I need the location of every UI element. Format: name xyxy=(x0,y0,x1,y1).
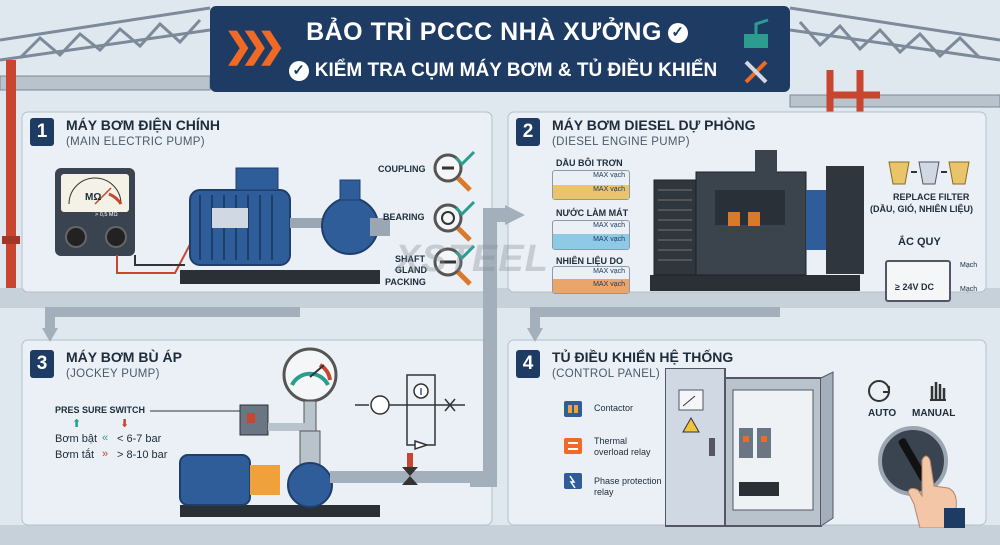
section-1-title: MÁY BƠM ĐIỆN CHÍNH xyxy=(66,117,221,133)
pid-schematic xyxy=(355,374,465,451)
level-label-oil: DẦU BÔI TRƠN xyxy=(556,158,623,168)
section-3-subtitle: (JOCKEY PUMP) xyxy=(66,368,160,380)
pump-on-label: Bơm bật xyxy=(55,433,98,445)
floor-upper xyxy=(0,288,1000,308)
roof-truss-right xyxy=(789,6,1000,62)
mode-selector-panel: AUTO MANUAL xyxy=(850,368,965,528)
level-fill xyxy=(553,185,629,199)
meter-unit: MΩ xyxy=(85,192,102,203)
page-title: BẢO TRÌ PCCC NHÀ XƯỞNG✓ xyxy=(210,18,790,47)
level-gauge-oil: MAX vạch MAX vạch xyxy=(552,170,630,200)
section-2-title: MÁY BƠM DIESEL DỰ PHÒNG xyxy=(552,117,756,133)
check-bearing-label: BEARING xyxy=(383,212,425,222)
phase-relay-icon xyxy=(564,473,582,489)
pump-off-label: Bơm tắt xyxy=(55,449,94,461)
battery-mark-2: Mạch xyxy=(960,286,978,293)
section-1-subtitle: (MAIN ELECTRIC PUMP) xyxy=(66,136,205,148)
section-number-2: 2 xyxy=(516,118,540,146)
main-electric-pump xyxy=(180,167,390,284)
wrench-screwdriver-icon xyxy=(744,60,768,84)
level-fill xyxy=(553,278,629,293)
battery-icon: ≥ 24V DC xyxy=(885,260,951,302)
filter-icons xyxy=(888,161,970,185)
hand-pointer-icon xyxy=(907,455,965,528)
pump-off-value: > 8-10 bar xyxy=(117,449,168,461)
component-contactor: Contactor xyxy=(594,403,634,413)
section-number-3: 3 xyxy=(30,350,54,378)
filter-title: REPLACE FILTER xyxy=(893,192,970,202)
pressure-switch-label: PRES SURE SWITCH xyxy=(55,405,146,415)
battery-mark-1: Mạch xyxy=(960,262,978,269)
arrow-down-icon: ⬇ xyxy=(120,418,130,430)
pump-on-value: < 6-7 bar xyxy=(117,433,162,445)
control-cabinet xyxy=(665,368,834,527)
section-3-title: MÁY BƠM BÙ ÁP xyxy=(66,349,182,365)
check-circle-icon: ✓ xyxy=(667,23,688,44)
contactor-icon xyxy=(564,401,582,417)
header-banner: ❯❯❯ BẢO TRÌ PCCC NHÀ XƯỞNG✓ ✓KIỂM TRA CỤ… xyxy=(210,6,790,92)
magnifier-icon xyxy=(433,150,476,192)
section-2-subtitle: (DIESEL ENGINE PUMP) xyxy=(552,136,690,148)
megohmmeter: MΩ > 0,5 MΩ xyxy=(55,168,135,256)
arrow-1-3 xyxy=(45,307,300,330)
level-gauge-fuel: MAX vạch MAX vạch xyxy=(552,266,630,294)
page-subtitle: ✓KIỂM TRA CỤM MÁY BƠM & TỦ ĐIỀU KHIỂN xyxy=(210,60,790,82)
thermal-relay-icon xyxy=(564,438,582,454)
section-4-subtitle: (CONTROL PANEL) xyxy=(552,368,661,380)
roof-truss-left xyxy=(0,6,211,62)
filter-subtitle: (DẦU, GIÓ, NHIÊN LIỆU) xyxy=(870,204,973,214)
top-pipe-right xyxy=(789,94,1000,108)
meter-knob-left xyxy=(65,226,87,248)
meter-knob-right xyxy=(105,226,127,248)
check-circle-icon: ✓ xyxy=(288,60,309,81)
section-number-1: 1 xyxy=(30,118,54,146)
mode-manual-label: MANUAL xyxy=(912,408,956,419)
watermark: XSTEEL xyxy=(395,238,549,280)
inspection-magnifiers xyxy=(433,150,476,286)
chevron-left-icon: « xyxy=(102,432,109,444)
component-thermal-relay: Thermal overload relay xyxy=(594,436,651,457)
switch-leader-line xyxy=(150,410,245,412)
level-fill xyxy=(553,233,629,249)
level-gauge-coolant: MAX vạch MAX vạch xyxy=(552,220,630,250)
arrow-2-4 xyxy=(530,307,780,330)
chevron-right-icon: » xyxy=(102,448,109,460)
mode-auto-label: AUTO xyxy=(868,408,897,419)
check-shaft-label: SHAFT xyxy=(395,254,425,264)
level-label-coolant: NƯỚC LÀM MÁT xyxy=(556,208,629,218)
arrow-up-icon: ⬆ xyxy=(72,418,82,430)
top-pipe-left xyxy=(0,75,211,91)
battery-voltage: ≥ 24V DC xyxy=(895,282,934,292)
check-gland-label: GLAND xyxy=(395,265,427,275)
meter-threshold: > 0,5 MΩ xyxy=(95,212,118,218)
section-4-title: TỦ ĐIỀU KHIỂN HỆ THỐNG xyxy=(552,349,734,365)
meter-leads xyxy=(116,234,196,274)
level-label-fuel: NHIÊN LIỆU DO xyxy=(556,256,624,266)
auto-cycle-icon xyxy=(868,380,890,402)
meter-dial: MΩ xyxy=(61,174,129,212)
check-packing-label: PACKING xyxy=(385,277,426,287)
check-coupling-label: COUPLING xyxy=(378,164,426,174)
red-pipe-left xyxy=(6,60,16,290)
manual-hand-icon xyxy=(930,382,946,401)
section-number-4: 4 xyxy=(516,350,540,378)
component-phase-relay: Phase protection relay xyxy=(594,476,662,497)
fire-extinguisher-icon xyxy=(744,18,769,48)
battery-title: ẮC QUY xyxy=(898,236,941,248)
jockey-pump-assembly xyxy=(179,347,490,517)
diesel-engine-pump xyxy=(650,150,864,291)
floor-lower xyxy=(0,525,1000,545)
